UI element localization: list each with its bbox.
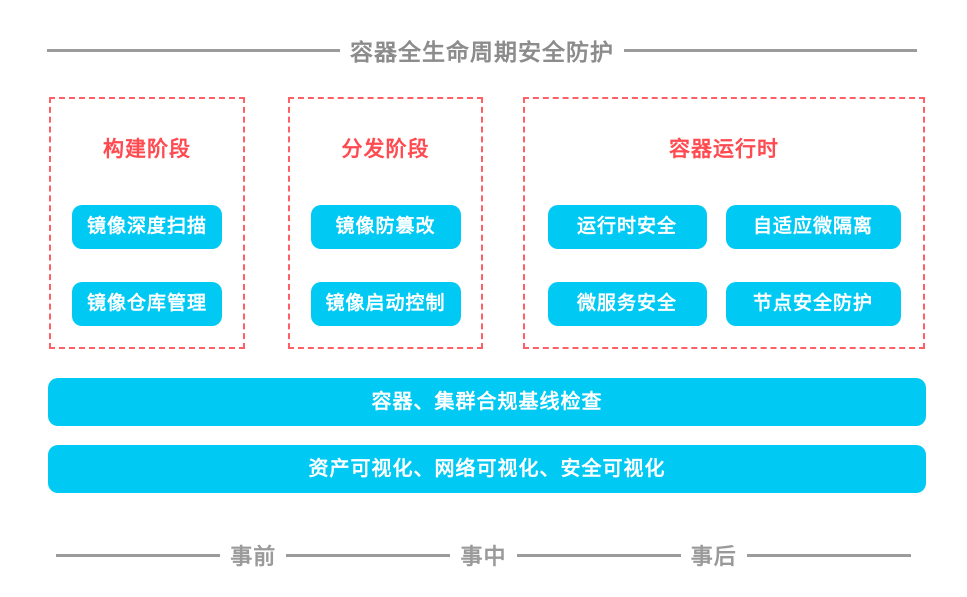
stage-runtime-items: 运行时安全 自适应微隔离 微服务安全 节点安全防护 — [547, 205, 901, 326]
timeline-row: 事前 事中 事后 — [56, 542, 911, 569]
stage-box-runtime: 容器运行时 运行时安全 自适应微隔离 微服务安全 节点安全防护 — [523, 97, 925, 349]
node-runtime-security: 运行时安全 — [547, 205, 707, 249]
timeline-divider-1 — [56, 553, 221, 557]
timeline-divider-4 — [746, 553, 911, 557]
stage-distribution-items: 镜像防篡改 镜像启动控制 — [310, 205, 461, 326]
stage-box-distribution: 分发阶段 镜像防篡改 镜像启动控制 — [288, 97, 483, 349]
node-image-repo-management: 镜像仓库管理 — [72, 282, 222, 326]
node-image-deep-scan: 镜像深度扫描 — [72, 205, 222, 249]
diagram-title-row: 容器全生命周期安全防护 — [47, 36, 917, 65]
timeline-label-before: 事前 — [230, 544, 277, 569]
title-divider-right — [624, 48, 917, 52]
stage-title-distribution: 分发阶段 — [341, 138, 430, 161]
node-node-security-protection: 节点安全防护 — [725, 282, 901, 326]
stage-build-items: 镜像深度扫描 镜像仓库管理 — [72, 205, 222, 326]
timeline-label-after: 事后 — [690, 544, 737, 569]
node-adaptive-microsegmentation: 自适应微隔离 — [725, 205, 901, 249]
node-microservice-security: 微服务安全 — [547, 282, 707, 326]
diagram-title: 容器全生命周期安全防护 — [350, 39, 614, 65]
stage-box-build: 构建阶段 镜像深度扫描 镜像仓库管理 — [49, 97, 245, 349]
stage-title-build: 构建阶段 — [103, 138, 191, 161]
node-image-anti-tamper: 镜像防篡改 — [310, 205, 461, 249]
bar-visualization: 资产可视化、网络可视化、安全可视化 — [48, 445, 926, 493]
timeline-divider-2 — [286, 553, 451, 557]
bar-compliance-baseline-check: 容器、集群合规基线检查 — [48, 378, 926, 426]
stage-title-runtime: 容器运行时 — [669, 138, 779, 161]
title-divider-left — [47, 48, 340, 52]
timeline-divider-3 — [516, 553, 681, 557]
timeline-label-during: 事中 — [460, 544, 507, 569]
node-image-launch-control: 镜像启动控制 — [310, 282, 461, 326]
